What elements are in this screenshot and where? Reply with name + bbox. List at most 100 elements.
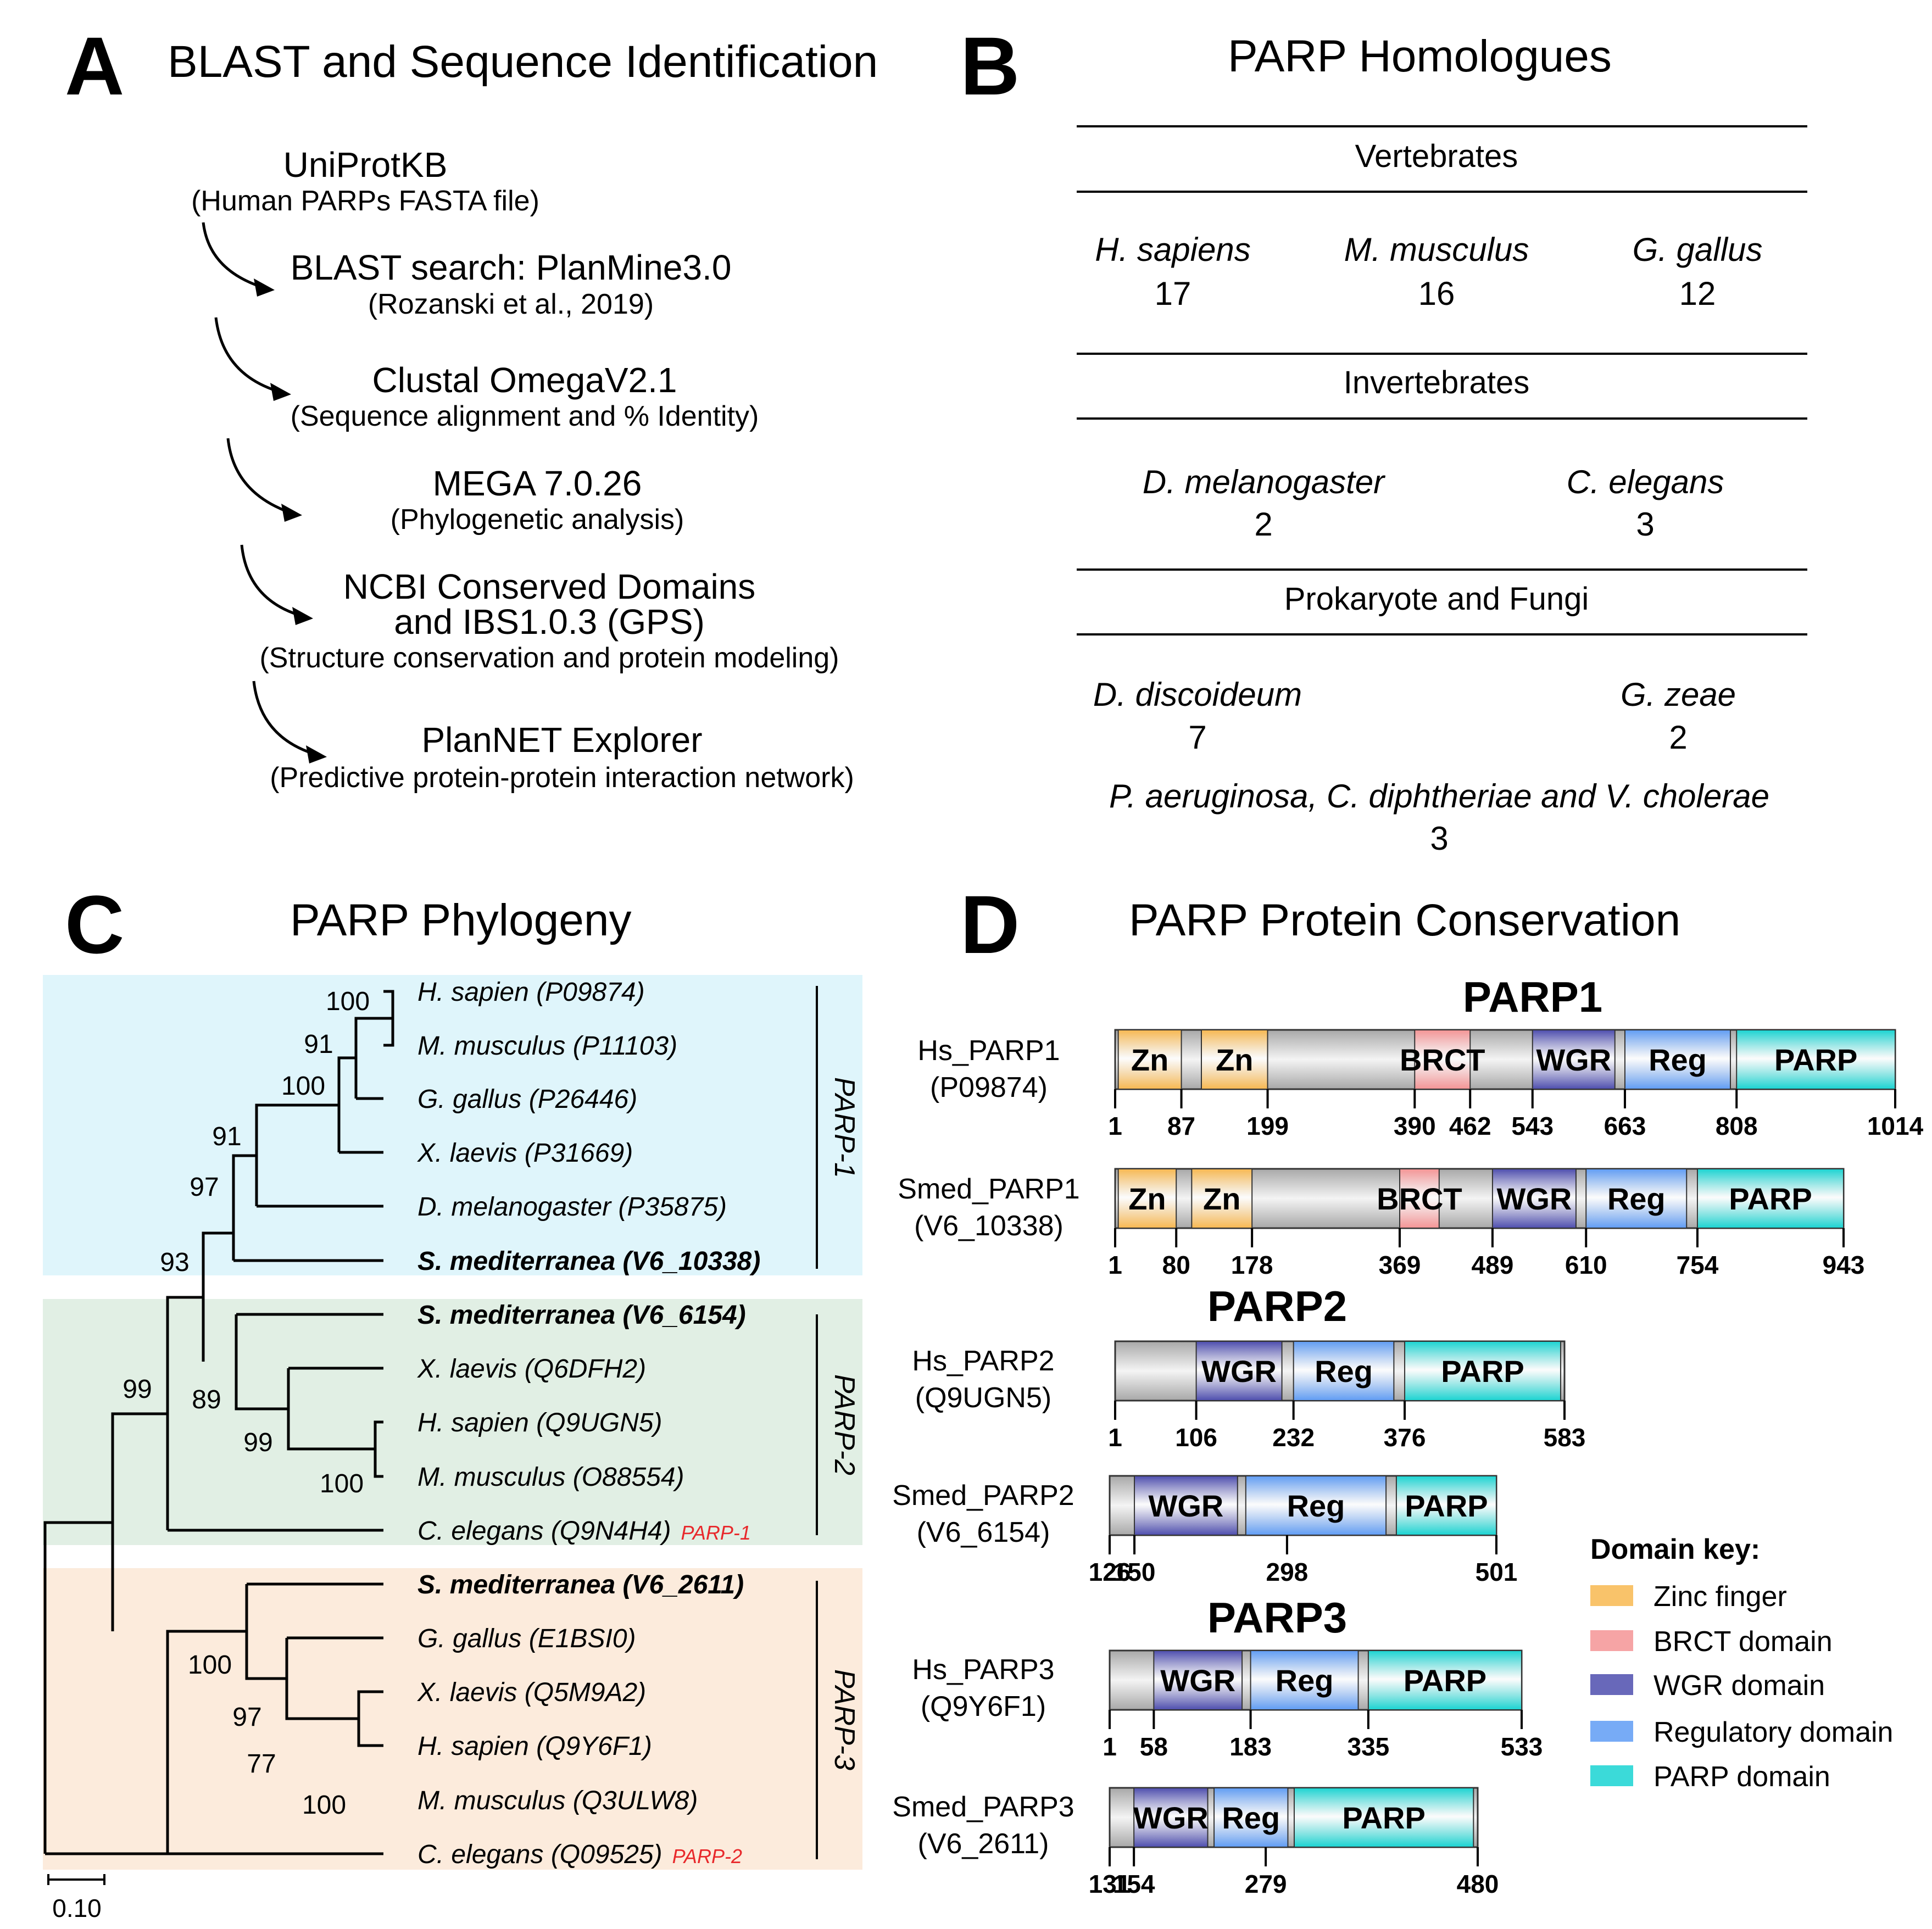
panel-b-label: B [960, 20, 1020, 112]
flow-step-6-desc: (Predictive protein-protein interaction … [270, 762, 854, 794]
position-label: 131 [1089, 1870, 1131, 1898]
table-rule [1077, 417, 1807, 420]
protein-accession: (Q9UGN5) [915, 1382, 1051, 1414]
taxon-label: H. sapien (P09874) [417, 978, 645, 1007]
position-label: 390 [1394, 1112, 1436, 1140]
taxon-label: X. laevis (Q6DFH2) [417, 1354, 646, 1384]
position-label: 1014 [1867, 1112, 1924, 1140]
taxon-label: D. melanogaster (P35875) [417, 1192, 727, 1222]
domain-wgr [1195, 1341, 1283, 1401]
domain-label: Reg [1222, 1800, 1280, 1835]
table-rule [1077, 191, 1807, 193]
bootstrap-value: 100 [320, 1469, 364, 1498]
species-name: G. gallus [1632, 231, 1763, 268]
domain-label: BRCT [1400, 1042, 1485, 1077]
species-name: M. musculus [1344, 231, 1529, 268]
domain-wgr [1532, 1029, 1616, 1090]
panel-c-label: C [65, 878, 125, 971]
position-label: 663 [1604, 1112, 1646, 1140]
flow-arrows [202, 222, 327, 763]
domain-parp [1696, 1168, 1844, 1229]
position-label: 501 [1476, 1558, 1518, 1586]
protein-name: Hs_PARP3 [912, 1654, 1054, 1686]
taxon-label: X. laevis (P31669) [417, 1139, 633, 1168]
tree-branch [354, 1017, 393, 1099]
flow-arrow-5 [252, 681, 314, 755]
domain-wgr [1133, 1787, 1209, 1848]
domain-label: Reg [1315, 1354, 1373, 1389]
flow-step-4-desc: (Phylogenetic analysis) [390, 504, 684, 536]
domain-parp [1395, 1475, 1497, 1536]
bootstrap-value: 91 [212, 1122, 241, 1151]
domain-label: WGR [1497, 1181, 1572, 1216]
taxon-label: G. gallus (E1BSI0) [417, 1624, 636, 1653]
position-label: 232 [1272, 1423, 1315, 1452]
protein-name: Smed_PARP2 [892, 1480, 1074, 1512]
legend-swatch [1590, 1765, 1633, 1786]
bootstrap-value: 77 [247, 1749, 276, 1779]
taxon-label: S. mediterranea (V6_2611) [417, 1570, 744, 1599]
domain-label: WGR [1536, 1042, 1611, 1077]
table-rule [1077, 125, 1807, 127]
position-label: 80 [1162, 1251, 1190, 1279]
domain-parp [1404, 1341, 1561, 1401]
bootstrap-value: 93 [160, 1248, 189, 1277]
panel-c-title: PARP Phylogeny [290, 895, 632, 945]
protein-family-title: PARP3 [1207, 1593, 1347, 1642]
species-name: D. discoideum [1093, 676, 1302, 713]
species-name: H. sapiens [1095, 231, 1251, 268]
position-label: 1 [1103, 1732, 1117, 1761]
position-label: 583 [1544, 1423, 1586, 1452]
taxon-note: PARP-1 [681, 1521, 751, 1544]
clade-background-parp2 [43, 1299, 862, 1545]
tree-branch [285, 1638, 359, 1720]
clade-label: PARP-1 [828, 1077, 860, 1178]
domain-reg [1293, 1341, 1395, 1401]
position-label: 489 [1472, 1251, 1514, 1279]
flow-step-1-title: UniProtKB [283, 145, 448, 185]
bootstrap-value: 99 [123, 1375, 152, 1404]
flow-arrow-1 [202, 222, 261, 288]
species-name: P. aeruginosa, C. diphtheriae and V. cho… [1109, 778, 1769, 815]
protein-accession: (P09874) [930, 1072, 1048, 1103]
position-label: 87 [1167, 1112, 1195, 1140]
position-label: 298 [1266, 1558, 1309, 1586]
domain-brct [1414, 1029, 1471, 1090]
panel-a-label: A [65, 20, 125, 112]
flow-step-2-title: BLAST search: PlanMine3.0 [290, 248, 732, 287]
position-label: 183 [1229, 1732, 1272, 1761]
bootstrap-value: 89 [192, 1385, 221, 1414]
species-count: 3 [1636, 506, 1655, 543]
panel-b-title: PARP Homologues [1228, 31, 1612, 81]
position-label: 1 [1108, 1423, 1122, 1452]
domain-label: Reg [1287, 1488, 1345, 1523]
position-label: 1 [1108, 1251, 1122, 1279]
domain-label: Zn [1203, 1181, 1240, 1216]
domain-reg [1213, 1787, 1289, 1848]
species-name: G. zeae [1620, 676, 1736, 713]
tree-branch [166, 1630, 247, 1854]
bootstrap-value: 100 [326, 987, 370, 1016]
position-label: 543 [1511, 1112, 1554, 1140]
clade-background-parp3 [43, 1568, 862, 1870]
domain-zn [1191, 1168, 1253, 1229]
legend-label: Zinc finger [1653, 1581, 1787, 1613]
domain-label: Reg [1607, 1181, 1666, 1216]
position-label: 154 [1113, 1870, 1155, 1898]
legend-swatch [1590, 1630, 1633, 1651]
legend-swatch [1590, 1674, 1633, 1695]
domain-label: Reg [1276, 1663, 1334, 1698]
tree-branch [111, 1412, 168, 1631]
legend-label: WGR domain [1653, 1670, 1825, 1702]
taxon-label: S. mediterranea (V6_10338) [417, 1247, 760, 1276]
domain-brct [1399, 1168, 1440, 1229]
legend-label: Regulatory domain [1653, 1716, 1893, 1748]
domain-reg [1585, 1168, 1688, 1229]
domain-label: Zn [1216, 1042, 1253, 1077]
protein-family-title: PARP1 [1463, 973, 1602, 1021]
legend-swatch [1590, 1721, 1633, 1742]
flow-step-6-title: PlanNET Explorer [421, 720, 703, 760]
clade-label: PARP-3 [828, 1669, 860, 1770]
bootstrap-value: 91 [304, 1030, 333, 1059]
species-count: 3 [1430, 820, 1449, 857]
